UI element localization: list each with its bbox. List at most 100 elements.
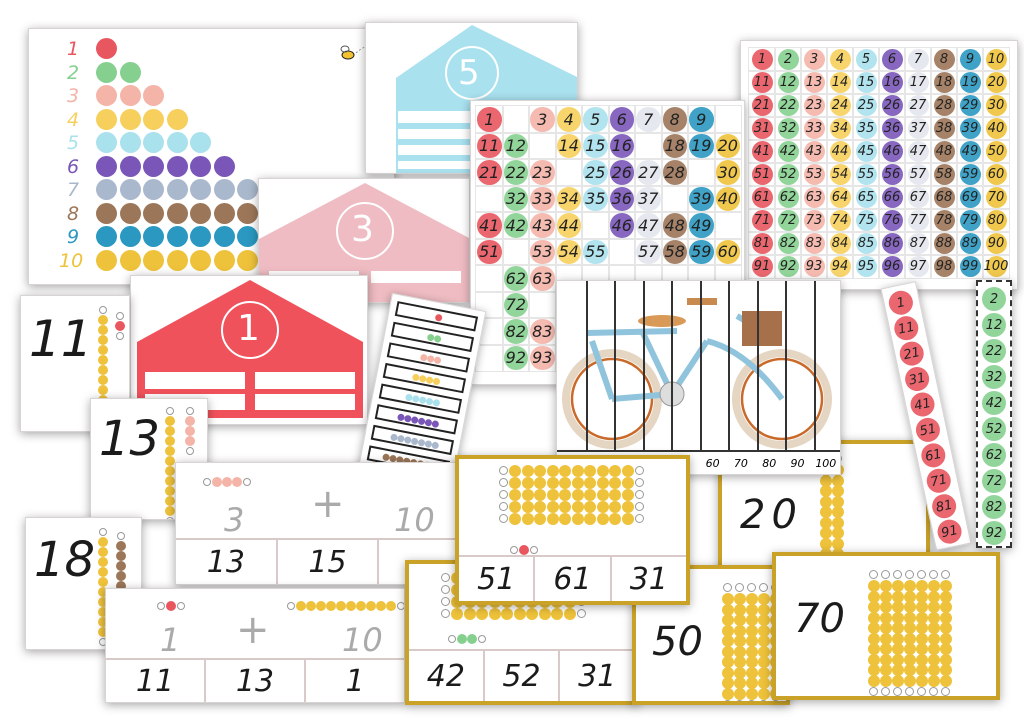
- grid-number: 46: [611, 215, 632, 235]
- grid-cell: 36: [878, 116, 906, 141]
- grid-number: 49: [691, 215, 712, 235]
- bead: [940, 611, 952, 624]
- answer-cell[interactable]: 61: [535, 557, 612, 601]
- grid-number: 82: [505, 321, 526, 341]
- bead-ring: [243, 478, 251, 486]
- stair-bead: [96, 249, 117, 271]
- grid-cell: 87: [904, 231, 932, 256]
- answer-cell[interactable]: 15: [278, 540, 380, 584]
- bead: [584, 489, 596, 501]
- grid-number: 32: [779, 121, 797, 136]
- card-number: 11: [29, 310, 93, 368]
- color-dot: [477, 107, 502, 132]
- color-dot: [855, 164, 877, 185]
- color-dot: [933, 49, 955, 70]
- bead-ring: [499, 466, 508, 475]
- grid-number: 70: [987, 190, 1005, 205]
- answer-cell[interactable]: 11: [106, 660, 206, 702]
- bead: [722, 635, 734, 647]
- grid-number: 22: [779, 98, 797, 113]
- answer-cell[interactable]: 31: [578, 658, 617, 694]
- addend-b: 10: [394, 501, 435, 539]
- grid-cell: 35: [852, 116, 880, 141]
- color-dot: [751, 256, 773, 277]
- color-dot: [985, 256, 1007, 277]
- grid-cell: 71: [748, 208, 776, 233]
- grid-cell: 1: [748, 47, 776, 72]
- color-dot: [503, 133, 528, 158]
- grid-cell: 46: [607, 211, 636, 240]
- color-dot: [985, 49, 1007, 70]
- answer-cell[interactable]: 31: [629, 561, 668, 597]
- answer-cell[interactable]: 51: [459, 557, 536, 601]
- bead: [232, 477, 242, 487]
- color-dot: [715, 133, 740, 158]
- grid-number: 41: [753, 144, 771, 159]
- color-dot: [530, 345, 555, 370]
- grid-number: 81: [753, 236, 771, 251]
- bead: [431, 419, 440, 429]
- grid-cell: 41: [475, 211, 504, 240]
- grid-number: 87: [909, 236, 927, 251]
- grid-cell: [528, 131, 557, 160]
- answer-cell[interactable]: 42: [409, 651, 485, 701]
- bead: [571, 501, 584, 513]
- bead: [98, 607, 108, 617]
- answer-cell[interactable]: 13: [206, 660, 306, 702]
- color-dot: [636, 239, 661, 264]
- bead: [165, 436, 175, 446]
- grid-number: 9: [696, 109, 707, 129]
- answer-cell[interactable]: 1: [345, 663, 365, 699]
- grid-number: 28: [664, 162, 685, 182]
- answer-cell[interactable]: 13: [176, 540, 278, 584]
- bead: [832, 495, 844, 508]
- color-dot: [751, 141, 773, 162]
- answer-cell[interactable]: 52: [485, 651, 561, 701]
- bead: [916, 601, 928, 613]
- bead: [892, 580, 904, 592]
- bead: [916, 643, 928, 655]
- grid-number: 88: [935, 236, 953, 251]
- bead: [98, 345, 108, 355]
- bead: [596, 465, 609, 477]
- grid-number: 97: [909, 259, 927, 274]
- bead: [820, 495, 832, 508]
- bead: [222, 477, 232, 487]
- bead: [584, 477, 596, 489]
- grid-cell: 28: [930, 93, 958, 118]
- stair-bead: [119, 61, 141, 83]
- color-dot: [556, 107, 581, 132]
- color-dot: [907, 164, 929, 185]
- color-dot: [855, 256, 877, 277]
- color-dot: [503, 266, 528, 291]
- grid-number: 98: [935, 259, 953, 274]
- bead: [916, 632, 928, 645]
- grid-number: 40: [987, 121, 1005, 136]
- house-number: 5: [458, 53, 480, 93]
- stair-bead: [119, 132, 141, 153]
- bead: [451, 608, 463, 620]
- grid-number: 22: [505, 162, 526, 182]
- grid-cell: 41: [748, 139, 776, 164]
- bead-ring: [530, 546, 538, 554]
- bead: [98, 557, 108, 567]
- grid-cell: 28: [660, 158, 689, 187]
- grid-number: 30: [987, 98, 1005, 113]
- bead: [98, 325, 108, 335]
- color-dot: [662, 133, 687, 158]
- bead: [185, 426, 195, 436]
- grid-number: 27: [909, 98, 927, 113]
- grid-cell: 9: [687, 105, 716, 134]
- grid-cell: [475, 343, 504, 372]
- puzzle-strip-divider: [699, 281, 702, 474]
- color-dot: [933, 95, 955, 116]
- color-dot: [530, 160, 555, 185]
- bead: [868, 653, 880, 666]
- grid-number: 26: [883, 98, 901, 113]
- color-dot: [689, 213, 714, 238]
- bead-ring: [759, 583, 768, 592]
- grid-number: 85: [857, 236, 875, 251]
